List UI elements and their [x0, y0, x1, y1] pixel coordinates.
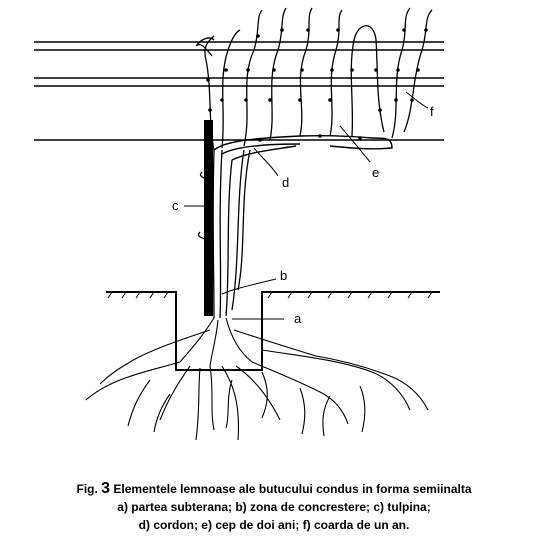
roots [85, 317, 429, 441]
caption-line-2: a) partea subterana; b) zona de concrest… [117, 500, 431, 514]
label-d: d [282, 175, 289, 190]
trunk [197, 149, 251, 319]
ground-hatching [107, 291, 433, 299]
label-a: a [294, 311, 302, 326]
leader-f [405, 91, 429, 109]
leader-e [339, 125, 371, 163]
two-year-spur [329, 137, 393, 150]
caption-fig-number: 3 [101, 480, 111, 497]
caption-line-1: Fig. 3 Elementele lemnoase ale butucului… [0, 480, 548, 498]
caption-line-3: d) cordon; e) cep de doi ani; f) coarda … [138, 518, 410, 532]
support-stake [204, 120, 213, 316]
leader-b [221, 278, 277, 295]
one-year-canes [195, 7, 433, 151]
cane-buds [206, 28, 428, 142]
label-e: e [372, 165, 379, 180]
cordon [213, 134, 373, 161]
label-f: f [430, 104, 434, 119]
leader-d [253, 147, 279, 177]
leader-lines [184, 91, 429, 320]
label-c: c [172, 198, 179, 213]
figure-caption: Fig. 3 Elementele lemnoase ale butucului… [0, 480, 548, 534]
label-b: b [280, 268, 287, 283]
ground-surface [106, 291, 440, 371]
vine-diagram: a b c d e f [34, 7, 444, 441]
caption-title: Elementele lemnoase ale butucului condus… [113, 482, 472, 496]
caption-fig-prefix: Fig. [76, 482, 98, 496]
